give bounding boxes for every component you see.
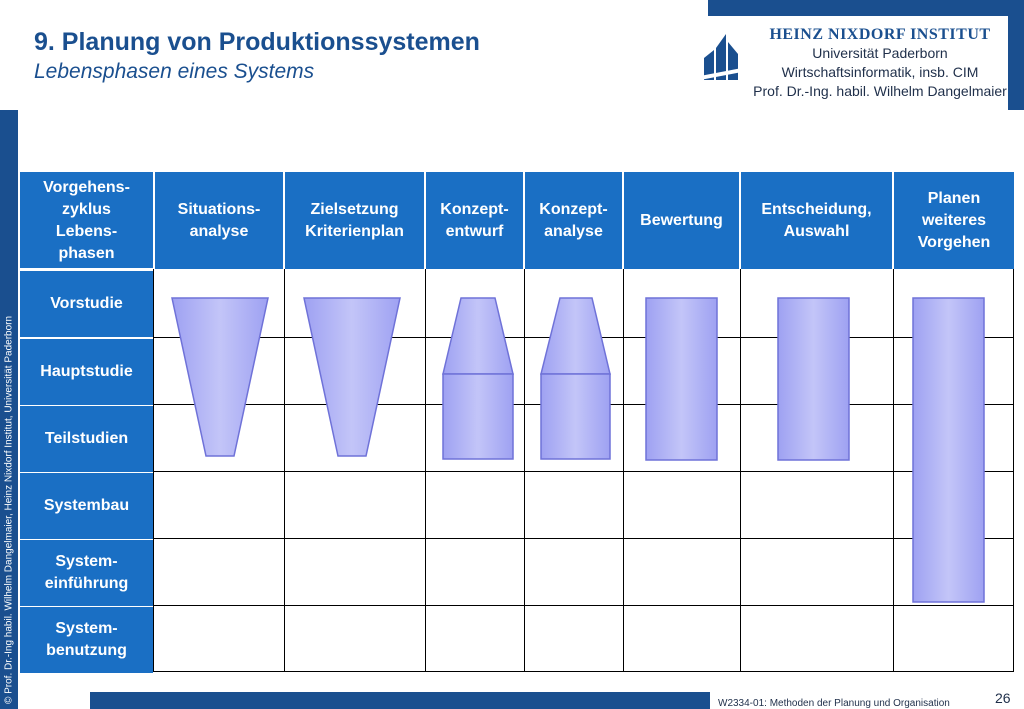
top-accent-bar	[708, 0, 1024, 16]
bar-entscheidung	[777, 297, 850, 461]
row-header-systemeinfuehrung: System- einführung	[20, 540, 153, 606]
corner-divider	[20, 268, 153, 271]
row-label: Teilstudien	[44, 430, 129, 447]
institute-name: HEINZ NIXDORF INSTITUT	[769, 26, 991, 43]
row-header-systembau: Systembau	[20, 473, 153, 539]
column-header-zielsetzung: Zielsetzung Kriterienplan	[285, 172, 424, 269]
grid-line	[153, 471, 1014, 472]
bar-planen	[912, 297, 985, 603]
bottom-accent-bar	[90, 692, 710, 709]
corner-label: Vorgehens- zyklus Lebens- phasen	[43, 178, 130, 262]
column-header-konzeptanalyse: Konzept- analyse	[525, 172, 622, 269]
row-header-hauptstudie: Hauptstudie	[20, 339, 153, 405]
course-footer: W2334-01: Methoden der Planung und Organ…	[718, 698, 950, 709]
row-label: Hauptstudie	[40, 363, 133, 380]
column-header-entscheidung: Entscheidung, Auswahl	[741, 172, 892, 269]
cone-konzeptanalyse	[540, 297, 611, 375]
row-label: Systembau	[43, 497, 130, 514]
column-header-konzeptentwurf: Konzept- entwurf	[426, 172, 523, 269]
column-header-planen: Planen weiteres Vorgehen	[894, 172, 1014, 269]
row-label: System- benutzung	[46, 620, 127, 659]
column-label: Entscheidung, Auswahl	[761, 200, 872, 240]
grid-line	[284, 269, 285, 672]
row-header-vorstudie: Vorstudie	[20, 271, 153, 337]
grid-line	[524, 269, 525, 672]
column-header-situationsanalyse: Situations- analyse	[155, 172, 283, 269]
column-header-bewertung: Bewertung	[624, 172, 739, 269]
block-konzeptentwurf	[442, 373, 514, 460]
left-accent-bar: © Prof. Dr.-Ing habil. Wilhelm Dangelmai…	[0, 110, 18, 709]
row-label: System- einführung	[44, 553, 129, 592]
row-header-systembenutzung: System- benutzung	[20, 607, 153, 673]
institute-block: HEINZ NIXDORF INSTITUT Universität Pader…	[752, 26, 1008, 101]
institute-professor: Prof. Dr.-Ing. habil. Wilhelm Dangelmaie…	[753, 83, 1007, 99]
grid-line	[1013, 269, 1014, 672]
block-konzeptanalyse	[540, 373, 611, 460]
institute-university: Universität Paderborn	[812, 45, 948, 61]
grid-line	[153, 269, 154, 672]
bar-bewertung	[645, 297, 718, 461]
grid-line	[425, 269, 426, 672]
column-label: Zielsetzung Kriterienplan	[305, 200, 404, 240]
column-label: Bewertung	[640, 211, 723, 229]
grid-line	[153, 671, 1014, 672]
institute-department: Wirtschaftsinformatik, insb. CIM	[781, 64, 979, 80]
grid-line	[740, 269, 741, 672]
page-number: 26	[995, 690, 1011, 706]
grid-line	[153, 538, 1014, 539]
right-accent-bar	[1008, 0, 1024, 110]
institute-logo-icon	[700, 34, 742, 80]
page-subtitle: Lebensphasen eines Systems	[34, 60, 315, 83]
column-label: Konzept- analyse	[539, 200, 608, 240]
row-header-teilstudien: Teilstudien	[20, 406, 153, 472]
funnel-zielsetzung	[303, 297, 401, 457]
grid-line	[153, 605, 1014, 606]
table-corner-header: Vorgehens- zyklus Lebens- phasen	[20, 172, 153, 269]
grid-line	[893, 269, 894, 672]
column-label: Situations- analyse	[177, 200, 261, 240]
cone-konzeptentwurf	[442, 297, 514, 375]
column-label: Konzept- entwurf	[440, 200, 509, 240]
column-label: Planen weiteres Vorgehen	[917, 189, 991, 251]
grid-line	[623, 269, 624, 672]
funnel-situationsanalyse	[171, 297, 269, 457]
page-title: 9. Planung von Produktionssystemen	[34, 28, 480, 56]
row-label: Vorstudie	[50, 295, 123, 312]
